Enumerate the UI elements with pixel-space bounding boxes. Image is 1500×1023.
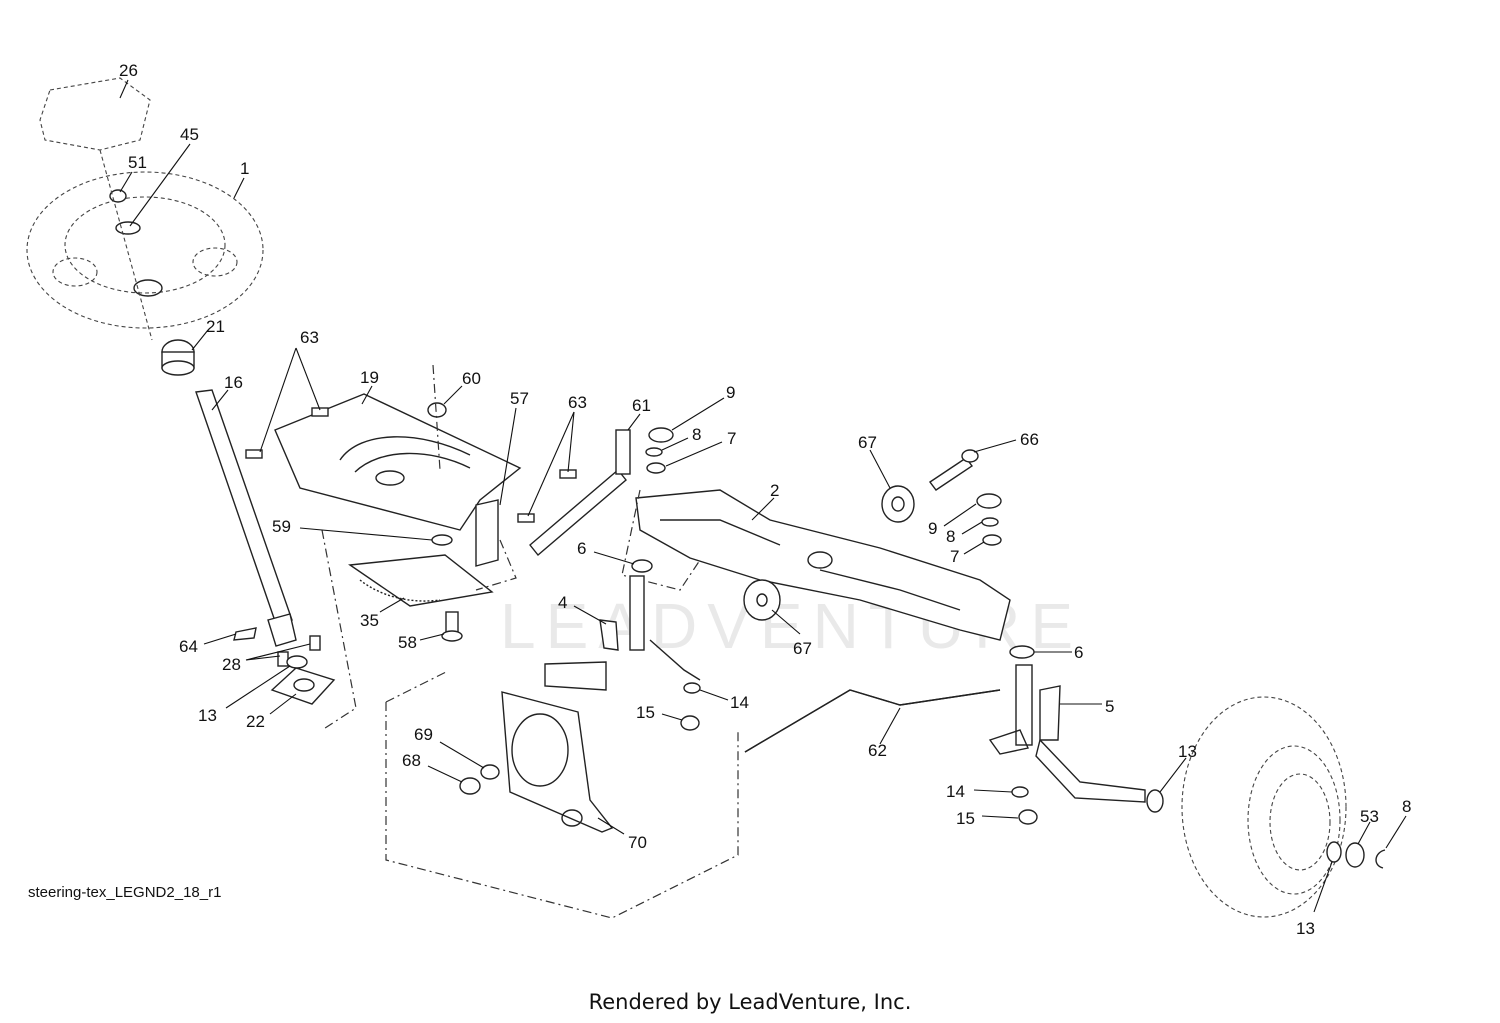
callout-7-left: 7 — [727, 429, 736, 448]
washer-part-7-left — [646, 462, 666, 474]
washer-part-13-outer — [1146, 789, 1164, 813]
callout-13-inner: 13 — [1296, 919, 1315, 938]
callout-8-ring: 8 — [1402, 797, 1411, 816]
callout-60: 60 — [462, 369, 481, 388]
retaining-ring-part-8 — [1375, 849, 1386, 869]
callout-63-left: 63 — [300, 328, 319, 347]
pivot-bolt-part-66 — [928, 449, 979, 491]
washer-part-59 — [431, 534, 453, 546]
sector-gear-part-35 — [348, 554, 494, 607]
washer-part-53 — [1345, 842, 1365, 868]
ring-part-8-right — [981, 517, 999, 527]
callout-22: 22 — [246, 712, 265, 731]
callout-51: 51 — [128, 153, 147, 172]
bracket-part-57 — [475, 499, 499, 567]
callout-57: 57 — [510, 389, 529, 408]
callout-16: 16 — [224, 373, 243, 392]
callout-15-left: 15 — [636, 703, 655, 722]
spindle-part-4 — [544, 575, 701, 691]
tie-rod-part-62 — [744, 689, 1001, 753]
bushing-part-6-left — [631, 559, 653, 573]
bushing-part-21 — [161, 339, 195, 376]
steering-wheel-part-1 — [26, 171, 264, 329]
callout-9-left: 9 — [726, 383, 735, 402]
callout-21: 21 — [206, 317, 225, 336]
callout-9-right: 9 — [928, 519, 937, 538]
diagram-id-label: steering-tex_LEGND2_18_r1 — [28, 884, 222, 901]
clip-part-64 — [233, 627, 257, 641]
ring-part-8-left — [645, 447, 663, 457]
nut-part-68 — [459, 777, 481, 795]
bushing-part-67-upper — [881, 485, 915, 523]
callout-67-lower: 67 — [793, 639, 812, 658]
nut-part-15-left — [680, 715, 700, 731]
callout-8-right: 8 — [946, 527, 955, 546]
callout-35: 35 — [360, 611, 379, 630]
callout-4: 4 — [558, 593, 567, 612]
callout-6-left: 6 — [577, 539, 586, 558]
callout-26: 26 — [119, 61, 138, 80]
callout-28: 28 — [222, 655, 241, 674]
washer-part-14-right — [1011, 786, 1029, 798]
steering-shaft-part-16 — [195, 389, 297, 647]
callout-67-upper: 67 — [858, 433, 877, 452]
callout-6-right: 6 — [1074, 643, 1083, 662]
callout-61: 61 — [632, 396, 651, 415]
callout-70: 70 — [628, 833, 647, 852]
callout-62: 62 — [868, 741, 887, 760]
front-axle-part-2 — [635, 489, 1011, 641]
callout-59: 59 — [272, 517, 291, 536]
callout-8-left: 8 — [692, 425, 701, 444]
callout-58: 58 — [398, 633, 417, 652]
washer-part-7-right — [982, 534, 1002, 546]
nut-part-15-right — [1018, 809, 1038, 825]
wheel-washer-part-45 — [115, 221, 141, 235]
callout-1: 1 — [240, 159, 249, 178]
bushing-part-6-right — [1009, 645, 1035, 659]
callout-66: 66 — [1020, 430, 1039, 449]
callout-15-right: 15 — [956, 809, 975, 828]
callout-69: 69 — [414, 725, 433, 744]
washer-part-14-left — [683, 682, 701, 694]
support-plate-part-19 — [274, 393, 522, 531]
drag-link-part-61 — [529, 429, 631, 557]
spindle-part-5 — [988, 664, 1146, 803]
bolts-part-63 — [245, 407, 577, 523]
cap-part-9-left — [648, 427, 674, 443]
callout-13-outer: 13 — [1178, 742, 1197, 761]
callout-13-left: 13 — [198, 706, 217, 725]
callout-45: 45 — [180, 125, 199, 144]
nut-part-60 — [427, 402, 447, 418]
callout-14-right: 14 — [946, 782, 965, 801]
callout-14-left: 14 — [730, 693, 749, 712]
callout-2: 2 — [770, 481, 779, 500]
callout-53: 53 — [1360, 807, 1379, 826]
pivot-bolt-part-58 — [441, 611, 463, 642]
callouts: 26 45 51 1 21 16 63 19 60 57 63 61 9 8 7 — [119, 61, 1411, 938]
callout-5: 5 — [1105, 697, 1114, 716]
steering-bracket-part-70 — [501, 691, 614, 833]
callout-7-right: 7 — [950, 547, 959, 566]
steering-wheel-cap-part-26 — [39, 77, 151, 151]
callout-19: 19 — [360, 368, 379, 387]
front-wheel-ghost — [1181, 696, 1347, 918]
washer-part-13-inner — [1326, 841, 1342, 863]
flange-bearing-part-22 — [270, 667, 336, 705]
footer-credit: Rendered by LeadVenture, Inc. — [588, 990, 912, 1014]
callout-68: 68 — [402, 751, 421, 770]
washer-part-69 — [480, 764, 500, 780]
wheel-nut-part-51 — [109, 189, 127, 203]
callout-63-right: 63 — [568, 393, 587, 412]
cap-part-9-right — [976, 493, 1002, 509]
washer-part-13-left — [286, 655, 308, 669]
callout-64: 64 — [179, 637, 198, 656]
bushing-part-67-lower — [743, 579, 781, 621]
